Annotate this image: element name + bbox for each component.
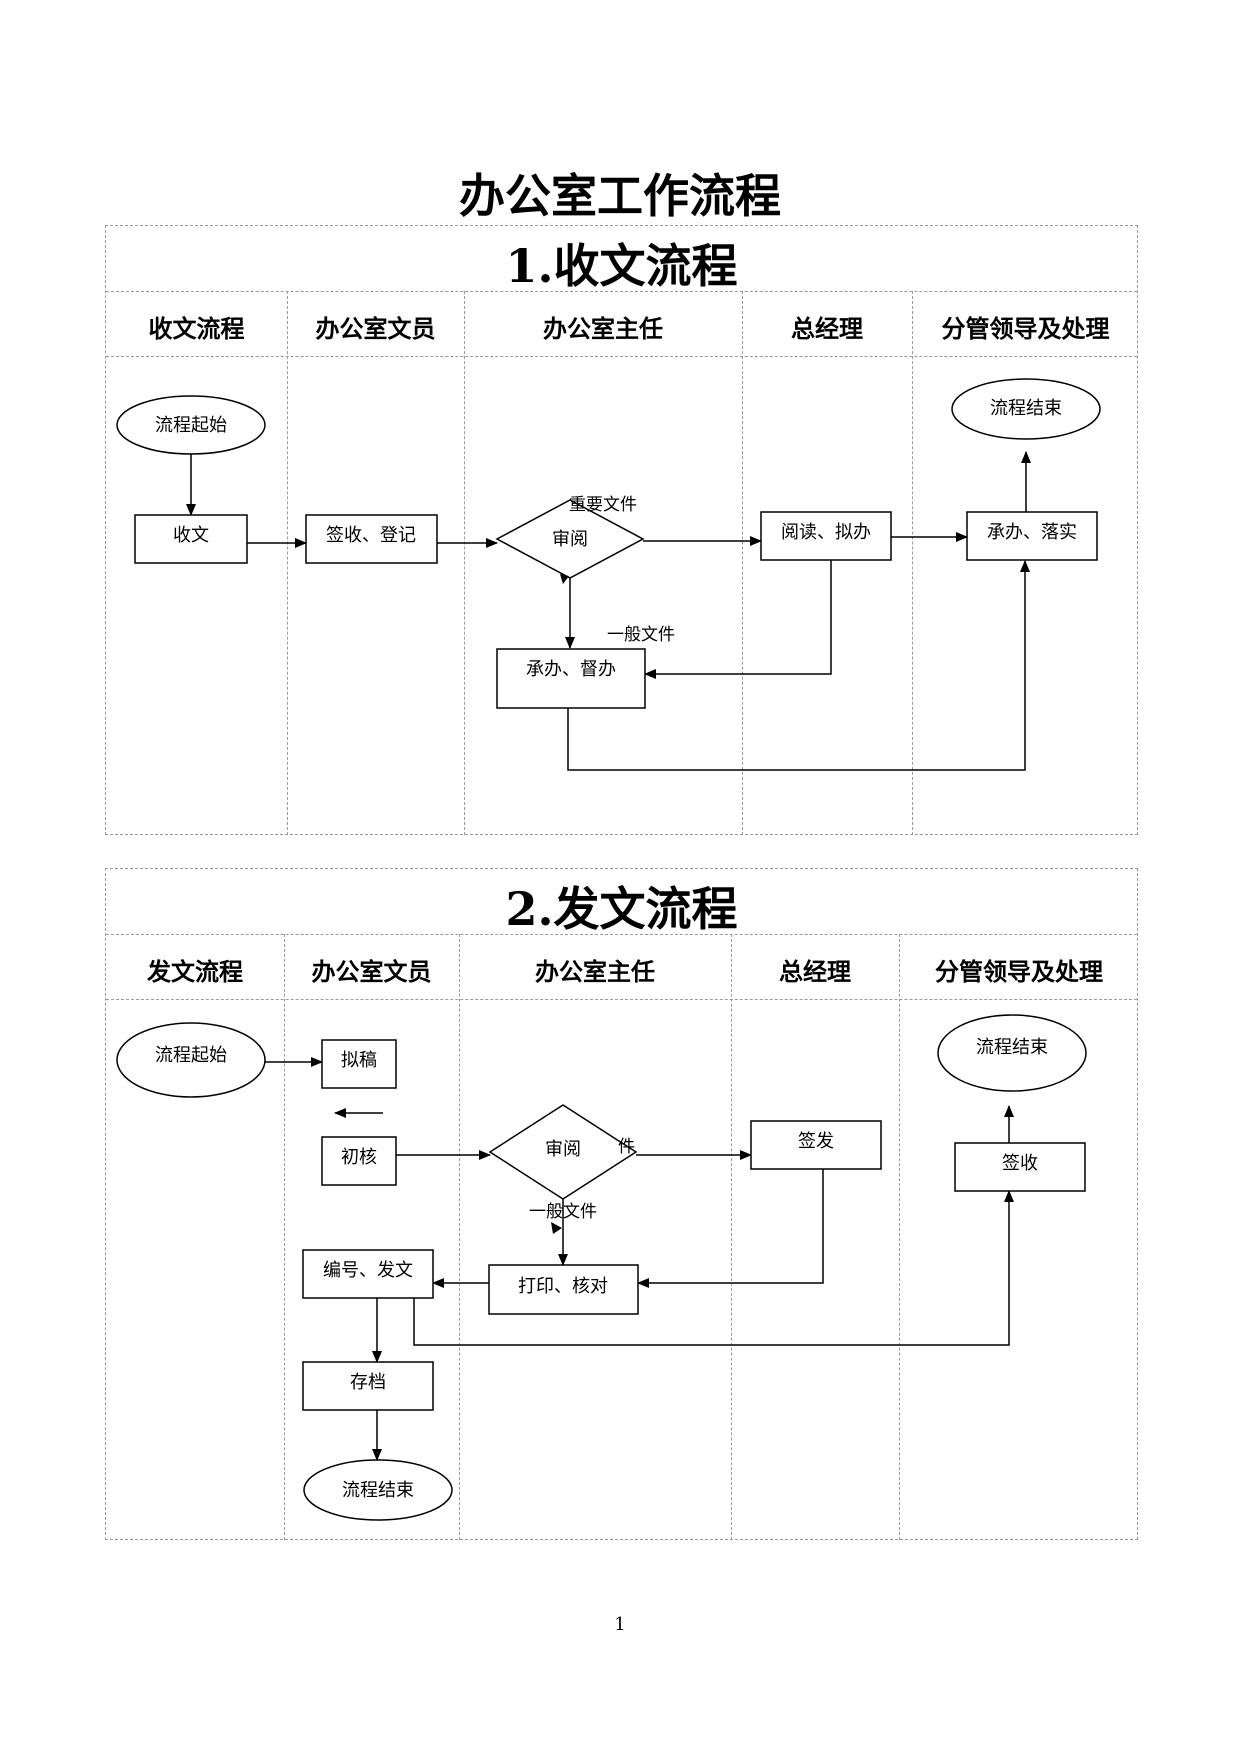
lane-divider <box>899 934 900 1540</box>
sign-receive-box: 签收 <box>954 1142 1086 1192</box>
read-draft-box: 阅读、拟办 <box>760 511 892 561</box>
column-header: 收文流程 <box>148 315 245 343</box>
column-header: 发文流程 <box>147 958 243 986</box>
sign-register-box: 签收、登记 <box>305 514 438 564</box>
archive-box-label: 存档 <box>350 1372 386 1393</box>
column-header: 办公室文员 <box>315 315 436 343</box>
end-node-bottom: 流程结束 <box>303 1459 453 1521</box>
receive-box: 收文 <box>134 514 248 564</box>
arrowhead-fragment <box>551 1222 562 1234</box>
arrowhead-fragment <box>560 574 569 584</box>
undertake-implement-box: 承办、落实 <box>966 511 1098 561</box>
end-node: 流程结束 <box>951 378 1101 440</box>
divider <box>106 999 1137 1000</box>
end-node-bottom-label: 流程结束 <box>342 1480 414 1501</box>
draft-box: 拟稿 <box>321 1039 397 1089</box>
divider <box>106 356 1137 357</box>
receive-box-label: 收文 <box>173 525 209 546</box>
draft-box-label: 拟稿 <box>341 1050 377 1071</box>
flow-arrow <box>637 1169 824 1288</box>
review-diamond: 审阅 <box>495 499 645 579</box>
review-diamond-label: 审阅 <box>545 1139 581 1160</box>
lane-divider <box>742 291 743 835</box>
lane-divider <box>731 934 732 1540</box>
preliminary-check-label: 初核 <box>341 1147 377 1168</box>
sign-receive-label: 签收 <box>1002 1153 1038 1174</box>
column-header: 总经理 <box>791 315 863 343</box>
start-node: 流程起始 <box>116 395 266 455</box>
important-doc-label-partial: 件 <box>618 1137 635 1157</box>
undertake-implement-label: 承办、落实 <box>987 522 1077 543</box>
section-title: 1.收文流程 <box>505 239 738 293</box>
column-header: 办公室主任 <box>535 958 655 986</box>
send-flow-section: 2.发文流程 发文流程 办公室文员 办公室主任 总经理 分管领导及处理 <box>105 868 1138 1540</box>
start-node-label: 流程起始 <box>155 415 227 436</box>
column-header: 分管领导及处理 <box>935 958 1103 986</box>
lane-divider <box>912 291 913 835</box>
lane-divider <box>287 291 288 835</box>
print-check-box: 打印、核对 <box>488 1264 639 1315</box>
page-title: 办公室工作流程 <box>459 169 781 223</box>
lane-divider <box>284 934 285 1540</box>
undertake-supervise-label: 承办、督办 <box>526 659 616 680</box>
important-doc-label: 重要文件 <box>569 495 637 515</box>
end-node-right-label: 流程结束 <box>976 1037 1048 1058</box>
divider <box>106 934 1137 935</box>
read-draft-label: 阅读、拟办 <box>781 522 871 543</box>
flow-arrow <box>413 1190 1014 1346</box>
flow-arrow <box>567 560 1030 771</box>
archive-box: 存档 <box>302 1361 434 1411</box>
undertake-supervise-box: 承办、督办 <box>496 648 646 709</box>
receive-flow-section: 1.收文流程 收文流程 办公室文员 办公室主任 总经理 分管领导及处理 <box>105 225 1138 835</box>
review-diamond-label: 审阅 <box>552 529 588 550</box>
lane-divider <box>459 934 460 1540</box>
sign-register-label: 签收、登记 <box>326 525 416 546</box>
flow-arrow <box>644 560 832 679</box>
column-header: 办公室主任 <box>543 315 663 343</box>
start-node: 流程起始 <box>116 1022 266 1098</box>
issue-box-label: 签发 <box>798 1131 834 1152</box>
page-number: 1 <box>614 1614 626 1635</box>
divider <box>106 291 1137 292</box>
end-node-right: 流程结束 <box>937 1014 1087 1092</box>
review-diamond: 审阅 <box>488 1104 638 1200</box>
start-node-label: 流程起始 <box>155 1045 227 1066</box>
print-check-label: 打印、核对 <box>518 1276 608 1297</box>
end-node-label: 流程结束 <box>990 398 1062 419</box>
column-header: 分管领导及处理 <box>941 315 1110 343</box>
number-send-box: 编号、发文 <box>302 1249 434 1299</box>
issue-box: 签发 <box>750 1120 882 1170</box>
general-doc-label: 一般文件 <box>607 625 675 645</box>
section-title: 2.发文流程 <box>505 882 738 936</box>
column-header: 办公室文员 <box>311 958 432 986</box>
number-send-label: 编号、发文 <box>323 1260 413 1281</box>
preliminary-check-box: 初核 <box>321 1136 397 1186</box>
column-header: 总经理 <box>779 958 851 986</box>
lane-divider <box>464 291 465 835</box>
